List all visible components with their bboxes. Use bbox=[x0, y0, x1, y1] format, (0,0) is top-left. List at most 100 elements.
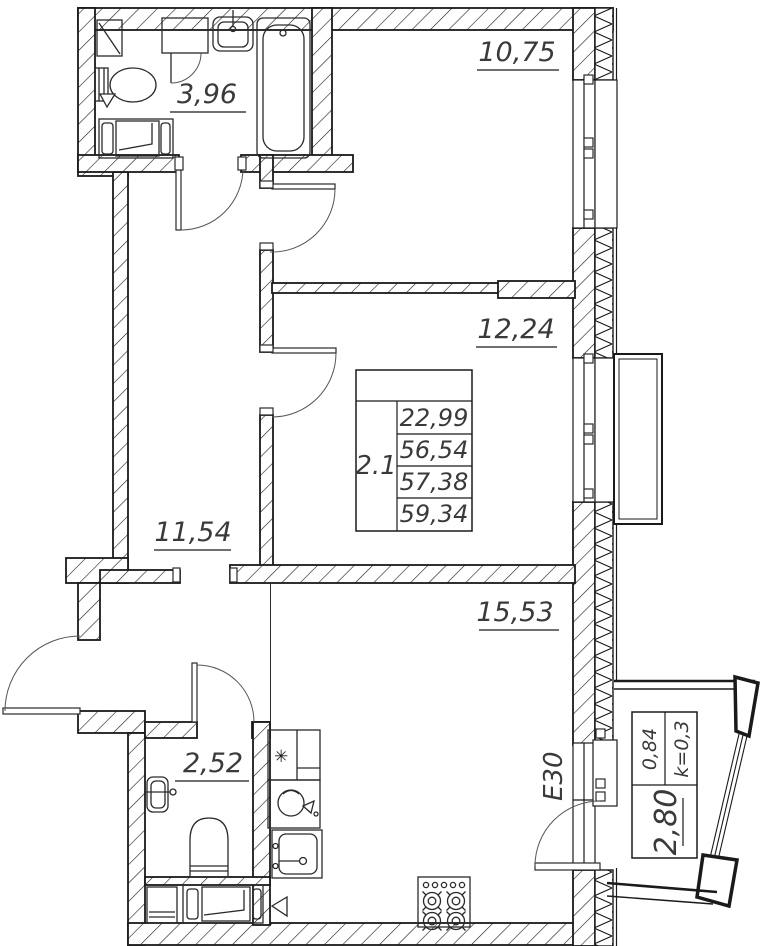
doors bbox=[2, 156, 601, 871]
window-handle bbox=[595, 778, 606, 789]
toilet-bathroom bbox=[94, 67, 157, 109]
room-area-bathroom: 3,96 bbox=[177, 79, 237, 110]
snowflake-icon: ✳ bbox=[274, 747, 288, 767]
bathroom-door bbox=[174, 156, 247, 231]
wall-segment bbox=[77, 582, 101, 641]
wall-insulation bbox=[594, 227, 614, 359]
wall-insulation bbox=[594, 869, 614, 946]
passage-jamb bbox=[172, 567, 181, 583]
balcony-reduced-area: 0,84 bbox=[639, 728, 661, 770]
niche-appliances bbox=[146, 884, 264, 924]
balcony-corner bbox=[733, 674, 760, 739]
wall-segment bbox=[77, 710, 146, 734]
vent-marker bbox=[270, 895, 288, 918]
entrance-door bbox=[2, 635, 81, 715]
room-area-wc: 2,52 bbox=[183, 748, 243, 779]
apartment-number: 2.1 bbox=[355, 451, 396, 481]
balcony-glazing bbox=[713, 734, 744, 860]
stamp-value: 22,99 bbox=[400, 404, 469, 432]
bathroom-fixtures bbox=[94, 10, 311, 159]
window-handle bbox=[583, 148, 594, 159]
window-handle bbox=[583, 353, 594, 364]
window-handle bbox=[583, 209, 594, 220]
area-stamp-table: 2.1 22,99 56,54 57,38 59,34 bbox=[355, 369, 473, 532]
window-room-top bbox=[572, 74, 618, 229]
wc-fixtures bbox=[145, 776, 264, 924]
wall-segment bbox=[572, 7, 596, 81]
room-top-door bbox=[259, 180, 336, 253]
wall-segment bbox=[127, 732, 146, 946]
door-jamb bbox=[259, 344, 274, 353]
balcony-glazing bbox=[717, 735, 748, 861]
wall-insulation bbox=[594, 501, 614, 746]
wall-segment bbox=[229, 564, 576, 584]
window-handle bbox=[595, 728, 606, 739]
passage-jamb bbox=[229, 567, 238, 583]
wall-segment bbox=[252, 721, 271, 926]
room-labels: 3,96 10,75 12,24 11,54 15,53 2,52 bbox=[154, 37, 559, 782]
wall-segment bbox=[99, 569, 181, 584]
wc-sink bbox=[145, 776, 177, 813]
wall-segment bbox=[497, 280, 576, 299]
balcony-door bbox=[534, 800, 601, 871]
kitchen-sink bbox=[271, 829, 323, 879]
wall-segment bbox=[144, 721, 198, 739]
bathroom-sink bbox=[212, 10, 254, 52]
wall-segment bbox=[271, 282, 501, 294]
door-mark-group: Е30 bbox=[539, 751, 569, 801]
wall-segment bbox=[259, 249, 274, 353]
stamp-value: 59,34 bbox=[400, 500, 469, 528]
wc-toilet bbox=[189, 817, 229, 878]
door-jamb bbox=[237, 156, 247, 171]
balcony-coefficient: k=0,3 bbox=[671, 720, 693, 777]
boiler bbox=[96, 19, 123, 57]
cabinet bbox=[161, 17, 209, 84]
window-room-middle bbox=[572, 353, 663, 525]
wall-segment bbox=[127, 922, 576, 946]
washing-machine bbox=[98, 118, 174, 159]
window-handle bbox=[583, 434, 594, 445]
stove bbox=[417, 876, 471, 932]
wc-door bbox=[191, 662, 255, 723]
window-handle bbox=[595, 791, 606, 802]
door-fire-mark: Е30 bbox=[539, 751, 569, 801]
balcony-stamp-table: 2,80 0,84 k=0,3 bbox=[631, 711, 698, 859]
room-area-kitchen-living: 15,53 bbox=[476, 597, 553, 628]
wall-segment bbox=[144, 876, 271, 886]
window-bay-inner bbox=[618, 358, 658, 520]
wall-segment bbox=[77, 7, 614, 31]
balcony-door-window bbox=[572, 728, 618, 871]
kettle-counter bbox=[267, 779, 321, 829]
wall-segment bbox=[572, 227, 596, 359]
window-handle bbox=[583, 137, 594, 148]
window-handle bbox=[583, 423, 594, 434]
bathtub bbox=[256, 17, 311, 159]
windows bbox=[572, 74, 663, 871]
window-handle bbox=[583, 74, 594, 85]
wall-segment bbox=[572, 869, 596, 946]
stamp-value: 57,38 bbox=[400, 468, 469, 496]
room-area-corridor: 11,54 bbox=[154, 517, 231, 548]
balcony-glazing bbox=[709, 733, 740, 859]
wall-segment bbox=[572, 501, 596, 746]
room-area-top: 10,75 bbox=[478, 37, 555, 68]
balcony bbox=[606, 674, 760, 909]
door-jamb bbox=[259, 407, 274, 416]
fridge: ✳ bbox=[267, 729, 321, 781]
wall-segment bbox=[259, 414, 274, 568]
window-bay bbox=[613, 353, 663, 525]
room-middle-door bbox=[259, 344, 337, 418]
wall-segment bbox=[112, 171, 129, 568]
kitchen-fixtures: ✳ bbox=[267, 729, 471, 932]
stamp-value: 56,54 bbox=[400, 436, 469, 464]
wall-segment bbox=[77, 7, 96, 173]
room-area-middle: 12,24 bbox=[477, 314, 554, 345]
wall-segment bbox=[311, 7, 333, 159]
balcony-corner bbox=[695, 853, 740, 909]
balcony-full-area: 2,80 bbox=[649, 789, 684, 856]
window-handle bbox=[583, 488, 594, 499]
door-jamb bbox=[259, 242, 274, 251]
door-jamb bbox=[259, 180, 274, 189]
